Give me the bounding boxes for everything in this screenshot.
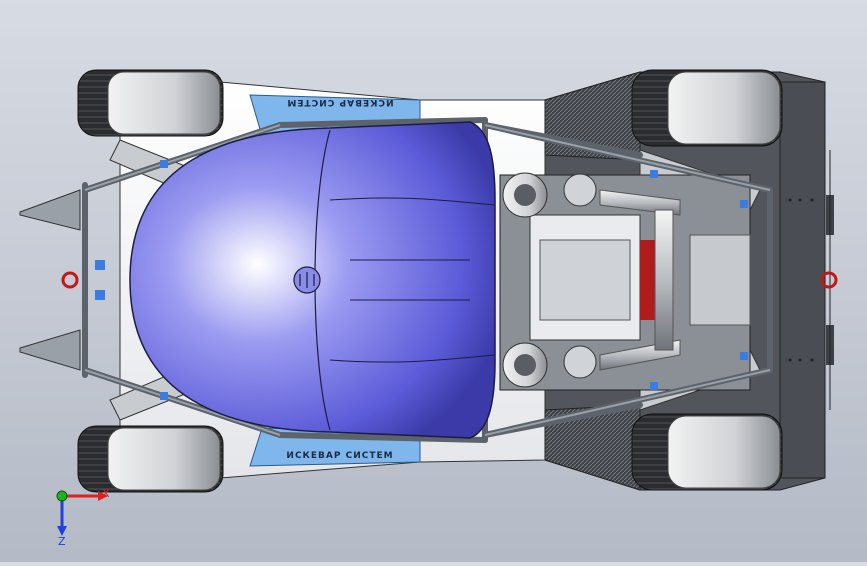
orientation-triad[interactable]: X Z bbox=[40, 482, 120, 552]
wheel-rear-right[interactable] bbox=[631, 413, 783, 491]
turbo-bottom[interactable] bbox=[502, 342, 597, 388]
decal-bottom-text: ИСКЕВАР СИСТЕМ bbox=[286, 451, 393, 461]
x-axis-label: X bbox=[102, 487, 110, 500]
cockpit-canopy[interactable] bbox=[129, 121, 496, 439]
mount-brackets bbox=[95, 160, 748, 400]
engine-assembly[interactable] bbox=[499, 172, 751, 391]
turbo-top[interactable] bbox=[502, 172, 597, 218]
wheel-rear-left[interactable] bbox=[631, 69, 783, 147]
intake-pipes[interactable] bbox=[599, 189, 751, 371]
wheel-front-left[interactable] bbox=[77, 69, 224, 137]
wheel-front-right[interactable] bbox=[77, 425, 224, 493]
decal-top-text: ИСКЕВАР СИСТЕМ bbox=[286, 97, 393, 107]
y-axis-dot-icon bbox=[56, 490, 68, 502]
z-axis-label: Z bbox=[58, 535, 66, 548]
